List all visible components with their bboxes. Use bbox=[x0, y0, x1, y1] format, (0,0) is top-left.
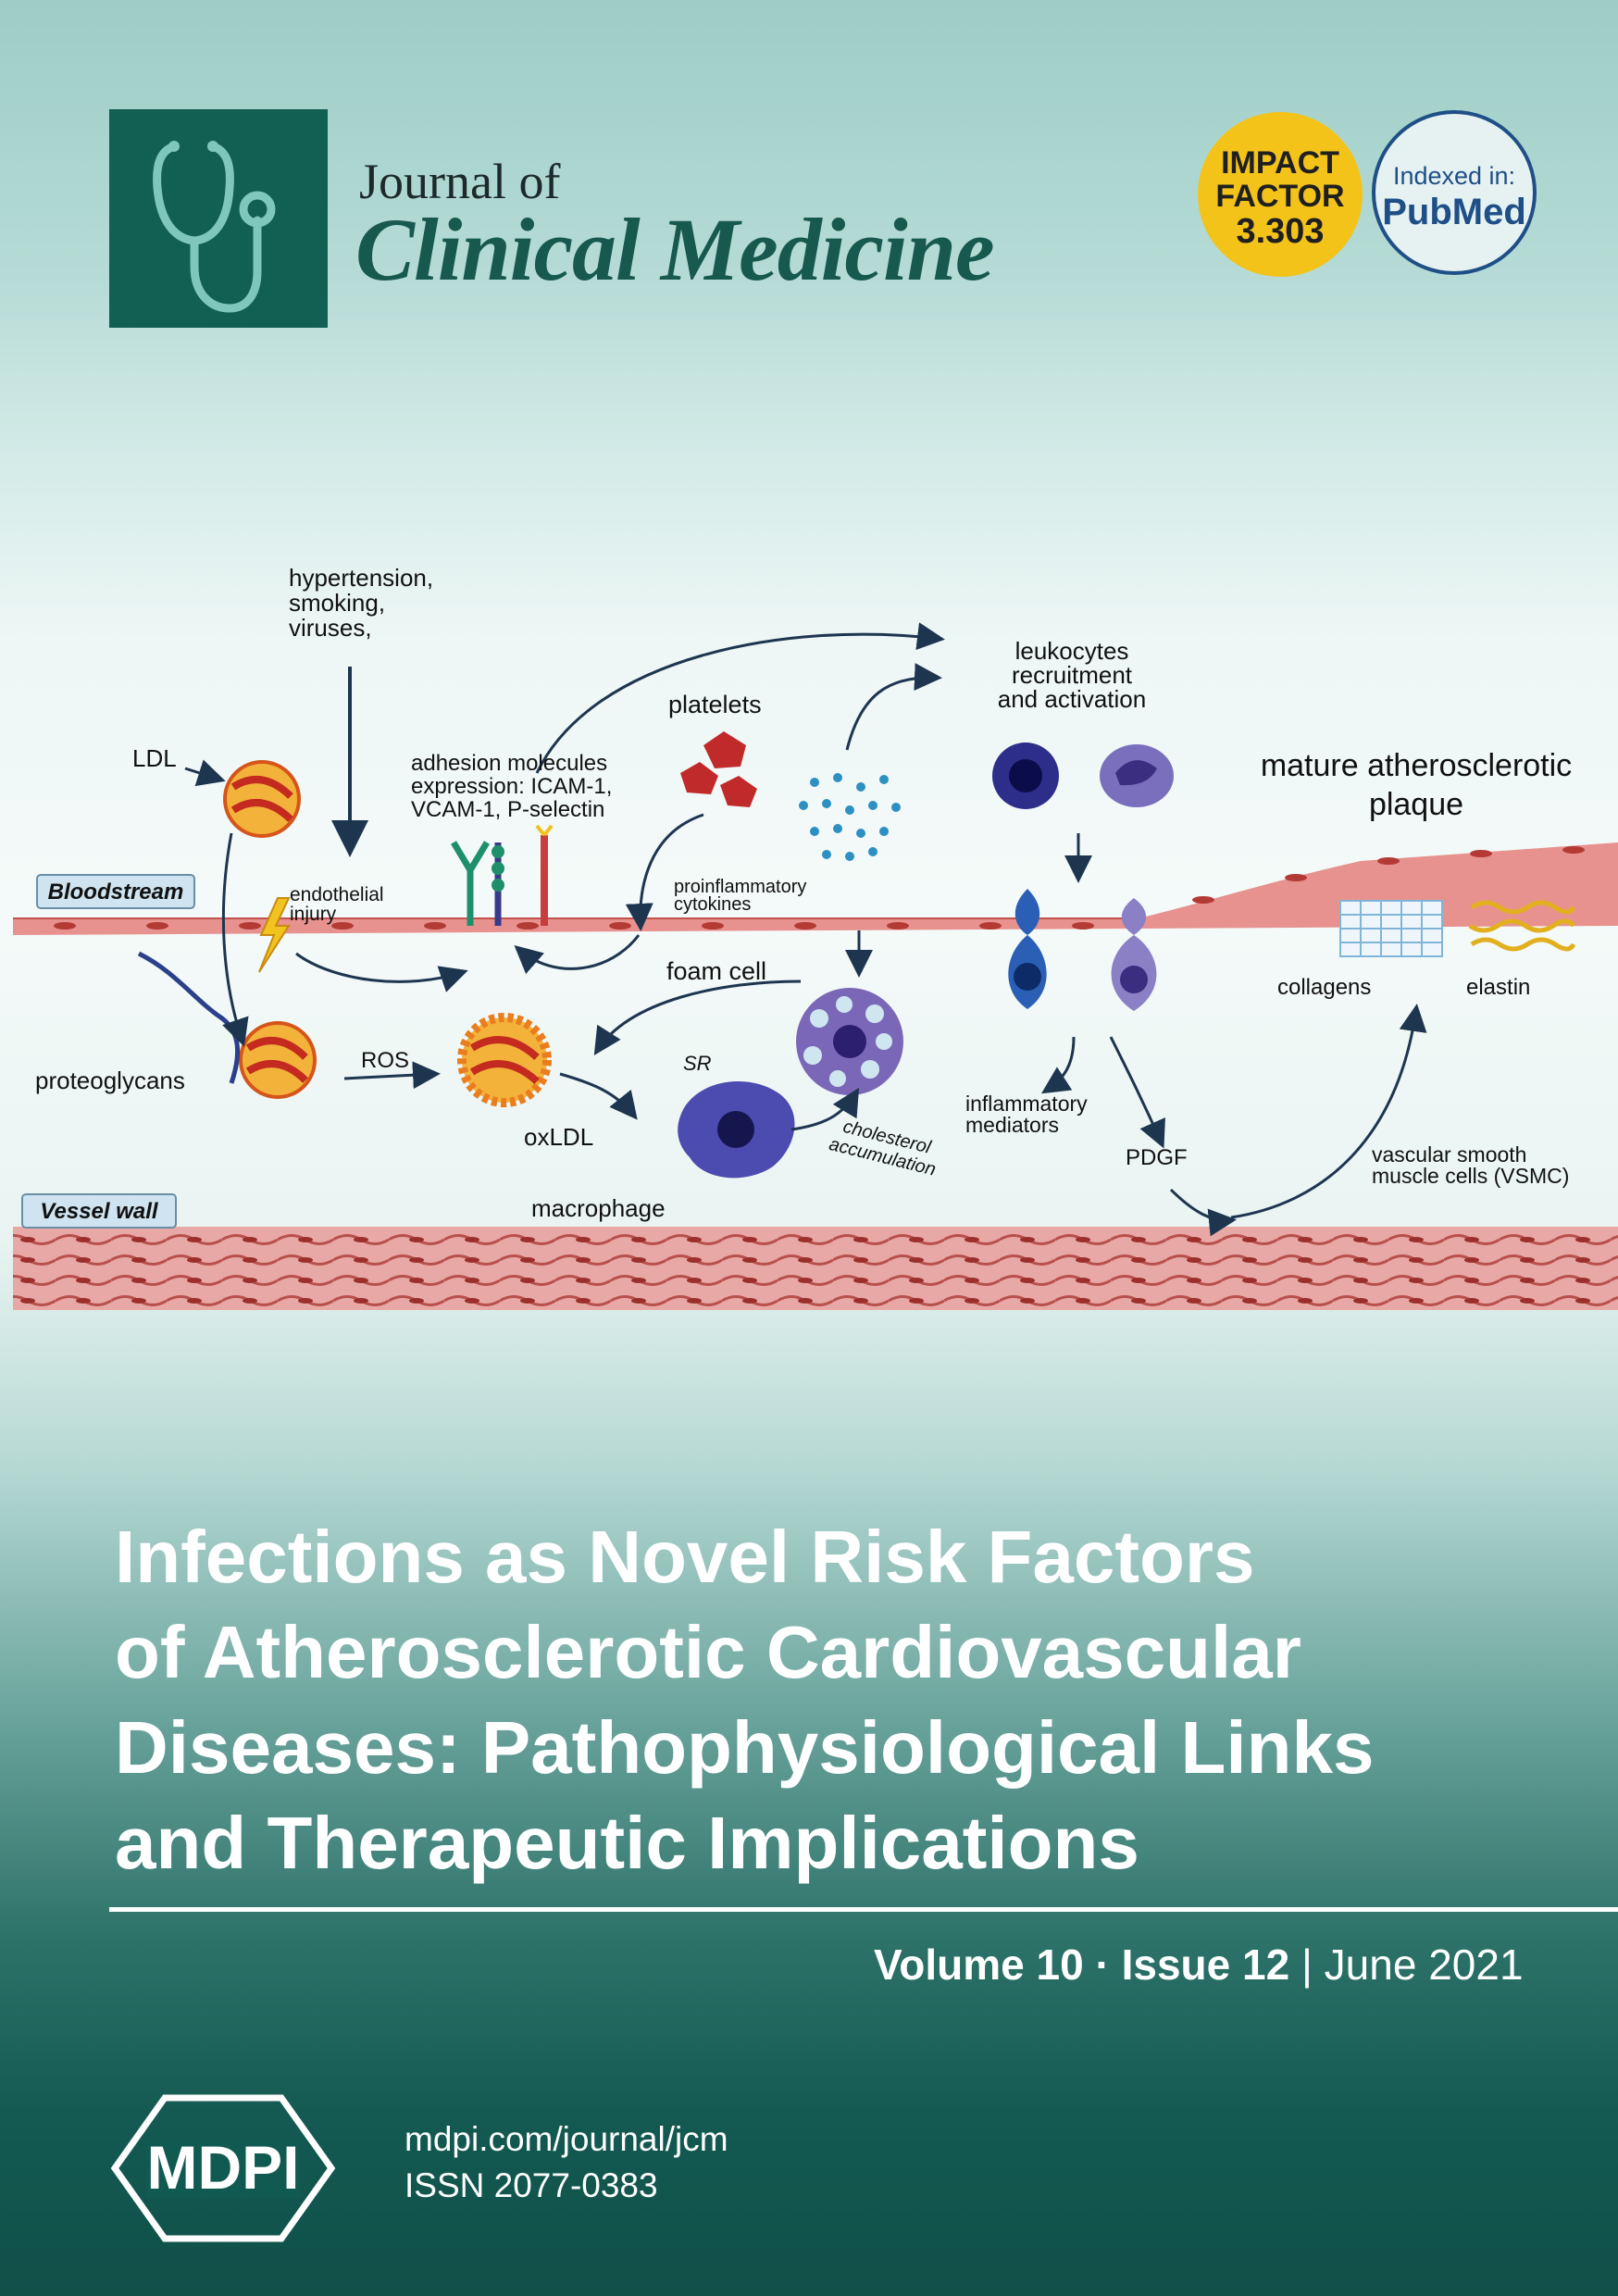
endothelial-line2: injury bbox=[290, 904, 337, 925]
endothelial-line1: endothelial bbox=[290, 884, 384, 905]
foam-cell-label: foam cell bbox=[666, 957, 766, 985]
leukocytes-line1: leukocytes bbox=[1015, 637, 1129, 665]
oxldl-particle bbox=[457, 1013, 552, 1107]
factor-label: FACTOR bbox=[1215, 179, 1345, 214]
issue-separator: · bbox=[1095, 1940, 1110, 1989]
adhesion-line2: expression: ICAM-1, bbox=[411, 774, 612, 799]
issue-label: Issue 12 bbox=[1121, 1940, 1290, 1989]
title-divider bbox=[109, 1907, 1618, 1912]
impact-label: IMPACT bbox=[1221, 145, 1339, 181]
hypertension-line2: smoking, bbox=[289, 589, 385, 617]
foam-cell bbox=[796, 988, 903, 1095]
hypertension-line1: hypertension, bbox=[289, 564, 433, 592]
ldl-particle-wall bbox=[239, 1021, 317, 1099]
inflammatory-line2: mediators bbox=[965, 1113, 1059, 1137]
issue-date: June 2021 bbox=[1324, 1940, 1524, 1989]
endothelium bbox=[13, 842, 1618, 935]
article-title: Infections as Novel Risk Factors of Athe… bbox=[115, 1516, 1375, 1884]
collagens-label: collagens bbox=[1277, 975, 1371, 1000]
journal-title: Clinical Medicine bbox=[355, 200, 995, 299]
journal-logo bbox=[109, 109, 328, 328]
sr-label: SR bbox=[683, 1052, 712, 1075]
cytokines-dots bbox=[799, 773, 901, 861]
injury-bolt-icon bbox=[258, 897, 291, 973]
adhesion-line3: VCAM-1, P-selectin bbox=[411, 797, 604, 822]
adhesion-line1: adhesion molecules bbox=[411, 751, 607, 776]
vsmc-line2: muscle cells (VSMC) bbox=[1372, 1164, 1569, 1188]
vessel-wall-layer bbox=[13, 1227, 1618, 1310]
leukocytes-line2: recruitment bbox=[1012, 661, 1133, 689]
issue-info: Volume 10 · Issue 12 | June 2021 bbox=[874, 1940, 1524, 1990]
ldl-particle bbox=[223, 760, 301, 838]
mdpi-logo: MDPI bbox=[110, 2094, 336, 2242]
elastin-fibers bbox=[1468, 900, 1576, 952]
collagens-mesh bbox=[1339, 900, 1443, 957]
mature-plaque-line1: mature atherosclerotic bbox=[1261, 748, 1572, 783]
journal-title-prefix: Journal of bbox=[359, 154, 561, 209]
adhesion-molecules bbox=[450, 824, 554, 926]
pdgf-label: PDGF bbox=[1126, 1145, 1188, 1170]
transmigrating-monocyte bbox=[1111, 898, 1157, 1011]
oxldl-label: oxLDL bbox=[524, 1123, 593, 1151]
journal-url[interactable]: mdpi.com/journal/jcm bbox=[404, 2120, 728, 2158]
atherosclerosis-figure: Bloodstream Vessel wall bbox=[13, 564, 1618, 1310]
publisher-name: MDPI bbox=[147, 2133, 300, 2202]
volume-label: Volume 10 bbox=[874, 1940, 1084, 1989]
date-divider: | bbox=[1301, 1940, 1313, 1989]
leukocytes-line3: and activation bbox=[998, 685, 1146, 713]
vessel-wall-label: Vessel wall bbox=[40, 1199, 159, 1224]
elastin-label: elastin bbox=[1466, 975, 1530, 1000]
bloodstream-label: Bloodstream bbox=[48, 880, 184, 905]
platelets-cluster bbox=[680, 731, 757, 807]
pubmed-badge: Indexed in: PubMed bbox=[1372, 110, 1537, 275]
stethoscope-icon bbox=[153, 141, 276, 313]
proinflammatory-line2: cytokines bbox=[674, 894, 751, 915]
vsmc-line1: vascular smooth bbox=[1372, 1142, 1526, 1167]
proteoglycans-label: proteoglycans bbox=[35, 1067, 185, 1094]
transmigrating-leukocyte bbox=[1008, 889, 1047, 1009]
ros-label: ROS bbox=[361, 1048, 409, 1073]
indexed-label: Indexed in: bbox=[1392, 162, 1516, 190]
proteoglycan-strand bbox=[137, 951, 241, 1084]
pubmed-label: PubMed bbox=[1382, 192, 1526, 232]
mature-plaque-line2: plaque bbox=[1369, 787, 1463, 822]
ldl-label: LDL bbox=[132, 744, 177, 772]
macrophage-cell bbox=[678, 1081, 795, 1179]
impact-factor-badge: IMPACT FACTOR 3.303 bbox=[1198, 112, 1363, 277]
issn-label: ISSN 2077-0383 bbox=[404, 2166, 658, 2204]
inflammatory-line1: inflammatory bbox=[965, 1092, 1088, 1116]
platelets-label: platelets bbox=[668, 691, 762, 718]
impact-value: 3.303 bbox=[1236, 212, 1325, 251]
hypertension-line3: viruses, bbox=[289, 614, 372, 642]
macrophage-label: macrophage bbox=[531, 1194, 666, 1222]
proinflammatory-line1: proinflammatory bbox=[674, 877, 806, 897]
